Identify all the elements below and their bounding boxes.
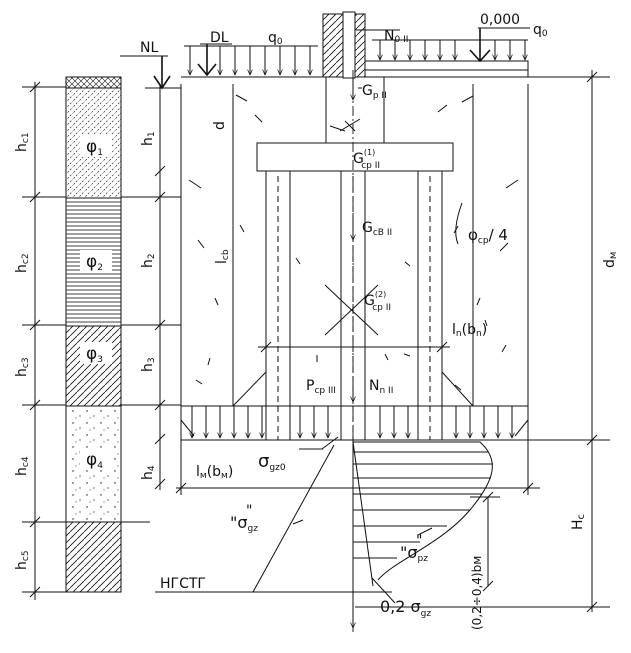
label-phi4: φ4 — [86, 450, 103, 471]
base-pressure-arrows — [180, 405, 529, 438]
label-ngstg: НГСТГ — [160, 576, 206, 592]
label-range: (0,2÷0,4)bм — [470, 556, 484, 630]
soil-top-crosshatch — [65, 76, 122, 89]
angle-arc — [455, 202, 463, 245]
label-phi2: φ2 — [86, 252, 103, 273]
layer-dimension-line — [22, 81, 66, 600]
label-dm: dм — [602, 252, 619, 268]
pile-cap — [256, 77, 454, 172]
dl-level-marker — [197, 43, 232, 77]
label-n0: N0 II — [384, 28, 408, 45]
right-dimensions — [355, 70, 610, 613]
label-phi1: φ1 — [86, 137, 103, 158]
label-sigma-02: 0,2 σgz — [380, 597, 431, 619]
layer-boundary-lines — [121, 196, 181, 523]
surface-load-left — [184, 45, 318, 75]
label-n-n: Nn II — [369, 378, 393, 396]
piles — [265, 171, 443, 440]
label-q0-left: q0 — [268, 30, 283, 47]
label-h2: h2 — [140, 253, 157, 268]
label-hc2: hc2 — [14, 253, 31, 273]
nl-level-marker — [120, 55, 181, 90]
ln-dimension — [258, 341, 450, 353]
label-nl: NL — [140, 40, 158, 56]
soil-layer-5 — [65, 521, 122, 593]
label-g-cp2: G(2)cp II — [364, 290, 391, 313]
label-lm: lм(bм) — [196, 464, 233, 481]
floor-slab — [364, 60, 529, 78]
label-h1: h1 — [140, 131, 157, 146]
label-hc: Hc — [570, 514, 587, 530]
label-hc4: hc4 — [14, 456, 31, 476]
label-ln: ln(bn) — [452, 322, 487, 339]
label-hc1: hc1 — [14, 132, 31, 152]
cap-diagonals — [232, 371, 474, 407]
label-d: d — [212, 121, 228, 130]
center-cross — [324, 284, 379, 336]
label-sigma-pz: "σpz" — [400, 533, 428, 564]
soil-column — [65, 76, 122, 593]
conventional-foundation — [180, 84, 529, 441]
label-phi-cp4: φcp/ 4 — [468, 226, 508, 246]
label-sigma-gz0: σgz0 — [258, 451, 286, 473]
label-dl: DL — [210, 30, 229, 46]
label-g-cb: GcB II — [362, 220, 392, 238]
label-zero: 0,000 — [480, 12, 520, 28]
label-g-cp1: G(1)cp II — [353, 148, 380, 171]
soil-layer-3 — [65, 325, 122, 407]
label-phi3: φ3 — [86, 344, 103, 365]
label-lc: lcb — [214, 249, 231, 264]
label-p-cp: Pcp III — [306, 378, 336, 396]
label-g-p: Gp II — [362, 83, 387, 101]
label-h4: h4 — [140, 465, 157, 480]
label-sigma-gz: "σgz" — [230, 503, 258, 534]
labels: NL DL 0,000 НГСТГ q0 q0 N0 II Gp II G(1)… — [14, 12, 619, 630]
label-hc3: hc3 — [14, 357, 31, 377]
label-q0-right: q0 — [533, 22, 548, 39]
stress-diagrams — [155, 436, 500, 604]
lm-dimension — [175, 440, 540, 495]
ground-surface — [181, 11, 529, 79]
label-hc5: hc5 — [14, 550, 31, 570]
label-h3: h3 — [140, 357, 157, 372]
surface-load-right — [356, 27, 530, 63]
radial-dashes — [188, 94, 519, 391]
force-arrows — [353, 78, 362, 402]
h-dimension-line — [154, 84, 166, 490]
